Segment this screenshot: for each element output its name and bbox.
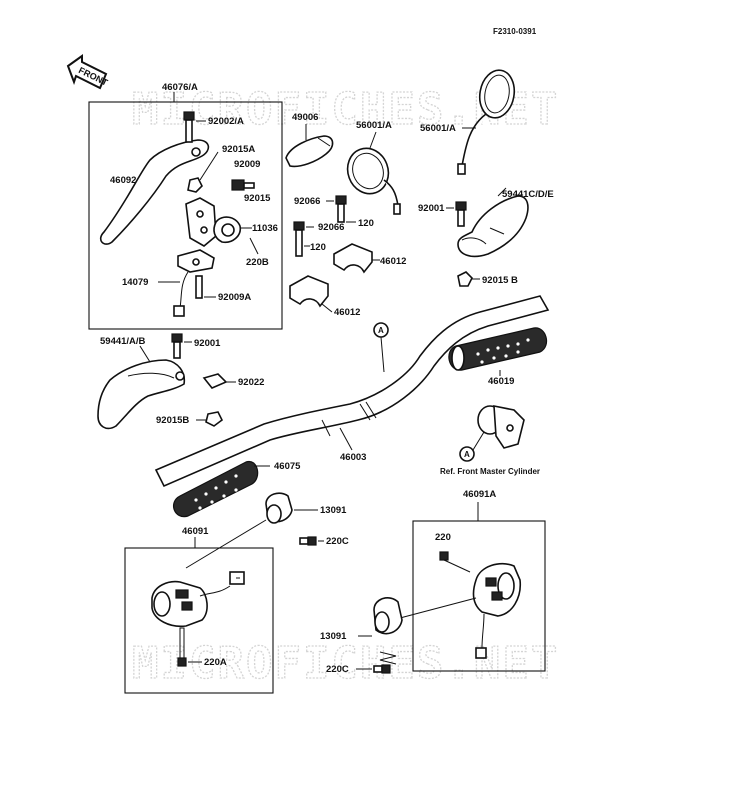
switch-housing-left-shape [151,571,245,628]
bolt-92066-upper-icon [335,195,347,223]
screw-220c-upper-icon [299,536,317,546]
screw-220a-icon [177,627,187,667]
mirror-left-shape [346,147,401,215]
label-92066-upper: 92066 [294,196,320,207]
handlebar-holder-upper-shape [333,243,373,274]
diagram-code: F2310-0391 [493,27,537,36]
label-220: 220 [435,532,451,543]
callout-a-bar-text: A [378,326,384,335]
switch-left-box [124,547,274,694]
label-92009a: 92009A [218,292,251,303]
nut-92015b-lower-icon [205,411,224,427]
grip-right-shape [448,327,548,371]
throttle-housing-lower-shape [373,597,403,635]
screw-220c-lower-icon [373,664,391,674]
label-220c-upper: 220C [326,536,349,547]
label-92001-lower: 92001 [194,338,221,349]
label-46012-upper: 46012 [380,256,406,267]
lever-guard-right-shape [457,195,529,258]
label-92015b-lower: 92015B [156,415,189,426]
label-46019: 46019 [488,376,514,387]
label-11036: 11036 [252,223,278,234]
label-92009-top: 92009 [234,159,260,170]
ref-note: Ref. Front Master Cylinder [440,467,540,476]
label-220b: 220B [246,257,269,268]
lever-guard-left-shape [97,359,186,430]
clutch-switch-shape [173,249,215,317]
label-92001-upper: 92001 [418,203,445,214]
bolt-92015-icon [231,179,255,191]
label-13091-lower: 13091 [320,631,347,642]
cover-49006-shape [285,135,334,168]
bolt-92001-upper-icon [455,201,467,227]
callout-a-ref-text: A [464,450,470,459]
spring-icon [379,651,397,665]
screw-220-icon [439,551,471,573]
callout-a-ref [459,446,475,462]
label-59441cde: 59441C/D/E [502,189,554,200]
label-56001a-right: 56001/A [420,123,456,134]
switch-housing-right-shape [472,562,522,659]
bolt-92066-lower-icon [293,221,305,257]
label-46003: 46003 [340,452,366,463]
front-arrow-icon: FRONT [66,54,110,90]
label-13091-upper: 13091 [320,505,347,516]
label-120-upper: 120 [358,218,374,229]
mirror-right-shape [457,69,516,175]
label-46091a: 46091A [463,489,496,500]
nut-92015a-icon [187,177,203,193]
label-92002a: 92002/A [208,116,244,127]
label-59441ab: 59441/A/B [100,336,146,347]
label-14079: 14079 [122,277,148,288]
label-92066-lower: 92066 [318,222,344,233]
label-49006: 49006 [292,112,318,123]
clip-92022-icon [202,373,228,389]
watermark-bottom: MICROFICHES.NET [132,638,559,689]
label-56001a-left: 56001/A [356,120,392,131]
handlebar-holder-lower-shape [289,275,329,308]
nut-92015b-upper-icon [457,271,473,287]
label-46092: 46092 [110,175,136,186]
grip-left-shape [172,460,259,518]
label-46012-lower: 46012 [334,307,360,318]
handlebar-shape [154,295,550,488]
label-220c-lower: 220C [326,664,349,675]
label-46075: 46075 [274,461,301,472]
lever-holder-shape [185,197,242,247]
screw-92009a-icon [195,275,203,299]
label-46076a: 46076/A [162,82,198,93]
label-92015a: 92015A [222,144,255,155]
label-92022: 92022 [238,377,264,388]
label-92015b-upper: 92015 B [482,275,518,286]
switch-right-box [412,520,546,672]
label-92015: 92015 [244,193,271,204]
label-220a: 220A [204,657,227,668]
clutch-lever-shape [99,139,210,245]
throttle-housing-upper-shape [265,492,293,524]
lever-group-box [88,101,283,330]
bolt-92002a-icon [183,111,195,143]
master-cylinder-ref-shape [477,405,525,449]
label-120-lower: 120 [310,242,326,253]
label-46091: 46091 [182,526,209,537]
bolt-92001-lower-icon [171,333,183,359]
